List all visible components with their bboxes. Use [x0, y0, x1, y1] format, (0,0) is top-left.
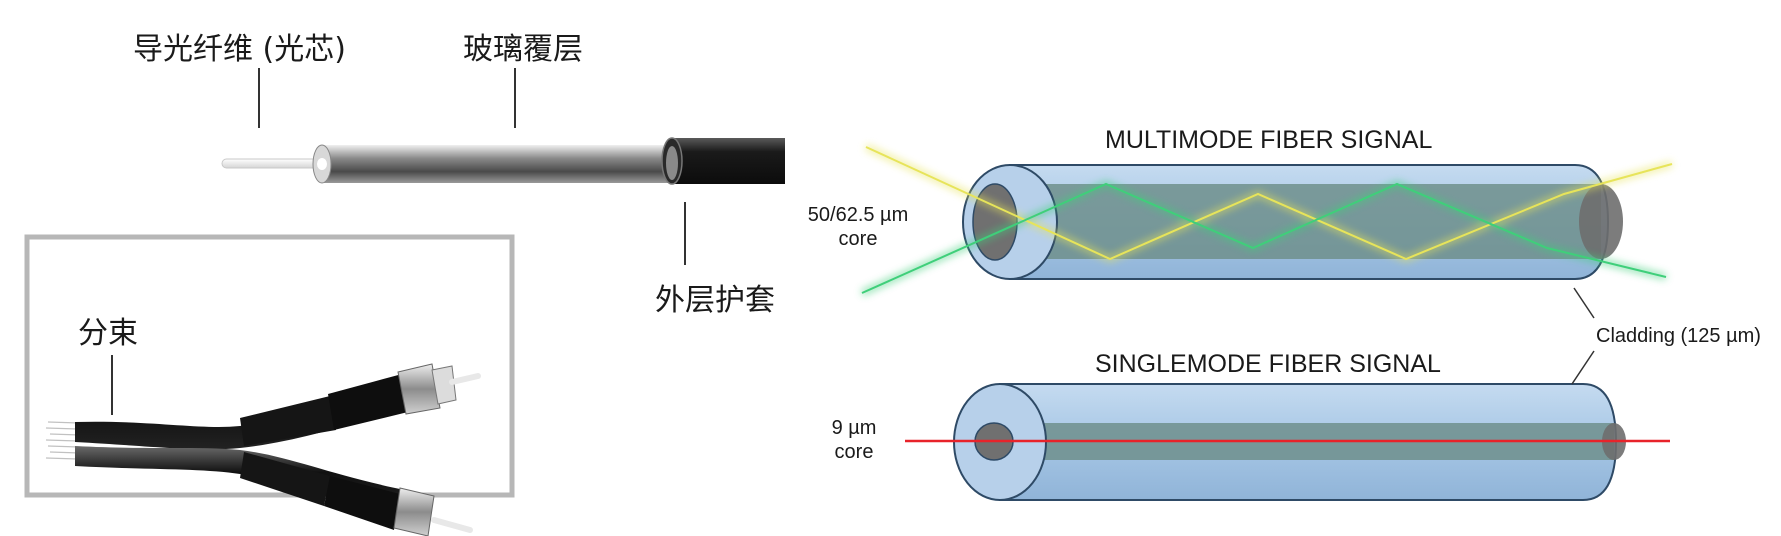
label-outer-jacket: 外层护套 — [655, 283, 775, 318]
label-glass-cladding: 玻璃覆层 — [463, 32, 583, 67]
multimode-title: MULTIMODE FIBER SIGNAL — [1105, 126, 1432, 154]
outer-jacket-shape — [672, 138, 785, 184]
fiber-core-shape — [221, 158, 323, 169]
label-core: 导光纤维 (光芯) — [133, 32, 346, 67]
multimode-ray-yellow — [865, 146, 1673, 261]
multimode-core-word: core — [839, 228, 878, 250]
lower-branch-cable — [75, 446, 405, 512]
cladding-leader-upper — [1573, 287, 1595, 319]
cladding-callout: Cladding (125 µm) — [1571, 287, 1761, 385]
glass-cladding-shape — [316, 145, 672, 183]
breakout-cable-illustration: 分束 — [24, 234, 515, 536]
singlemode-fiber-illustration: SINGLEMODE FIBER SIGNAL 9 µm core — [832, 350, 1670, 501]
multimode-fiber-illustration: MULTIMODE FIBER SIGNAL 50/62.5 µm core — [808, 126, 1673, 296]
label-bundle: 分束 — [78, 316, 138, 351]
singlemode-title: SINGLEMODE FIBER SIGNAL — [1095, 350, 1441, 378]
cladding-label: Cladding (125 µm) — [1596, 325, 1761, 347]
singlemode-core-word: core — [835, 441, 874, 463]
fiber-structure-illustration: 导光纤维 (光芯) 玻璃覆层 外层护套 — [133, 32, 785, 318]
multimode-ray-green — [861, 182, 1667, 294]
singlemode-core-size: 9 µm — [832, 417, 877, 439]
cladding-leader-lower — [1571, 350, 1595, 385]
upper-branch-cable — [75, 388, 405, 450]
multimode-core-size: 50/62.5 µm — [808, 204, 908, 226]
breakout-frame — [24, 234, 515, 498]
